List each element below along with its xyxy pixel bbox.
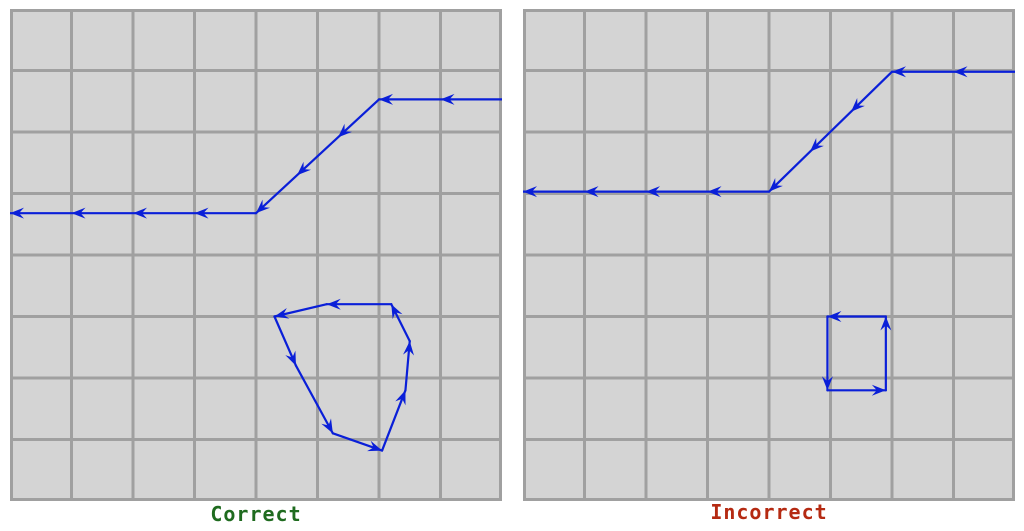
diagonal-path-arrowhead — [953, 66, 968, 78]
incorrect-caption: Incorrect — [710, 500, 828, 524]
diagonal-path-arrowhead — [10, 207, 24, 219]
diagonal-path-arrowhead — [892, 66, 906, 78]
diagonal-path-arrowhead — [338, 123, 353, 138]
square-path-arrowhead — [880, 316, 892, 331]
octagon-path-arrowhead — [395, 390, 406, 406]
diagonal-path-arrowhead — [769, 177, 783, 192]
square-path-arrowhead — [821, 376, 833, 391]
square-path-arrowhead — [827, 311, 842, 322]
octagon-path-segment — [294, 364, 334, 435]
diagonal-path-arrowhead — [523, 186, 537, 198]
diagonal-path-arrowhead — [194, 207, 209, 219]
diagonal-path-arrowhead — [646, 186, 660, 198]
square-path-arrowhead — [871, 384, 886, 396]
diagonal-path-arrowhead — [851, 97, 865, 112]
incorrect-panel — [523, 9, 1015, 501]
diagonal-path-arrowhead — [256, 199, 271, 214]
octagon-path-arrowhead — [391, 304, 403, 320]
diagonal-path-segment — [767, 70, 894, 193]
diagonal-path-arrowhead — [71, 207, 86, 219]
octagon-path-arrowhead — [403, 341, 415, 356]
octagon-path-arrowhead — [321, 418, 333, 434]
diagonal-path-arrowhead — [133, 207, 147, 219]
diagonal-path-arrowhead — [440, 93, 455, 105]
octagon-path-arrowhead — [326, 298, 341, 310]
diagonal-path-arrowhead — [379, 93, 393, 105]
octagon-path-segment — [380, 389, 407, 452]
correct-panel — [10, 9, 502, 501]
diagonal-path-segment — [254, 98, 381, 215]
correct-caption: Correct — [210, 502, 302, 526]
correct-grid-diagram — [10, 9, 502, 501]
diagonal-path-arrowhead — [810, 137, 824, 152]
diagonal-path-arrowhead — [707, 186, 722, 198]
diagonal-path-arrowhead — [297, 161, 312, 176]
octagon-path-arrowhead — [274, 307, 290, 319]
octagon-path-arrowhead — [285, 350, 296, 366]
octagon-path-arrowhead — [367, 440, 383, 452]
incorrect-grid-diagram — [523, 9, 1015, 501]
diagonal-path-arrowhead — [584, 186, 599, 198]
